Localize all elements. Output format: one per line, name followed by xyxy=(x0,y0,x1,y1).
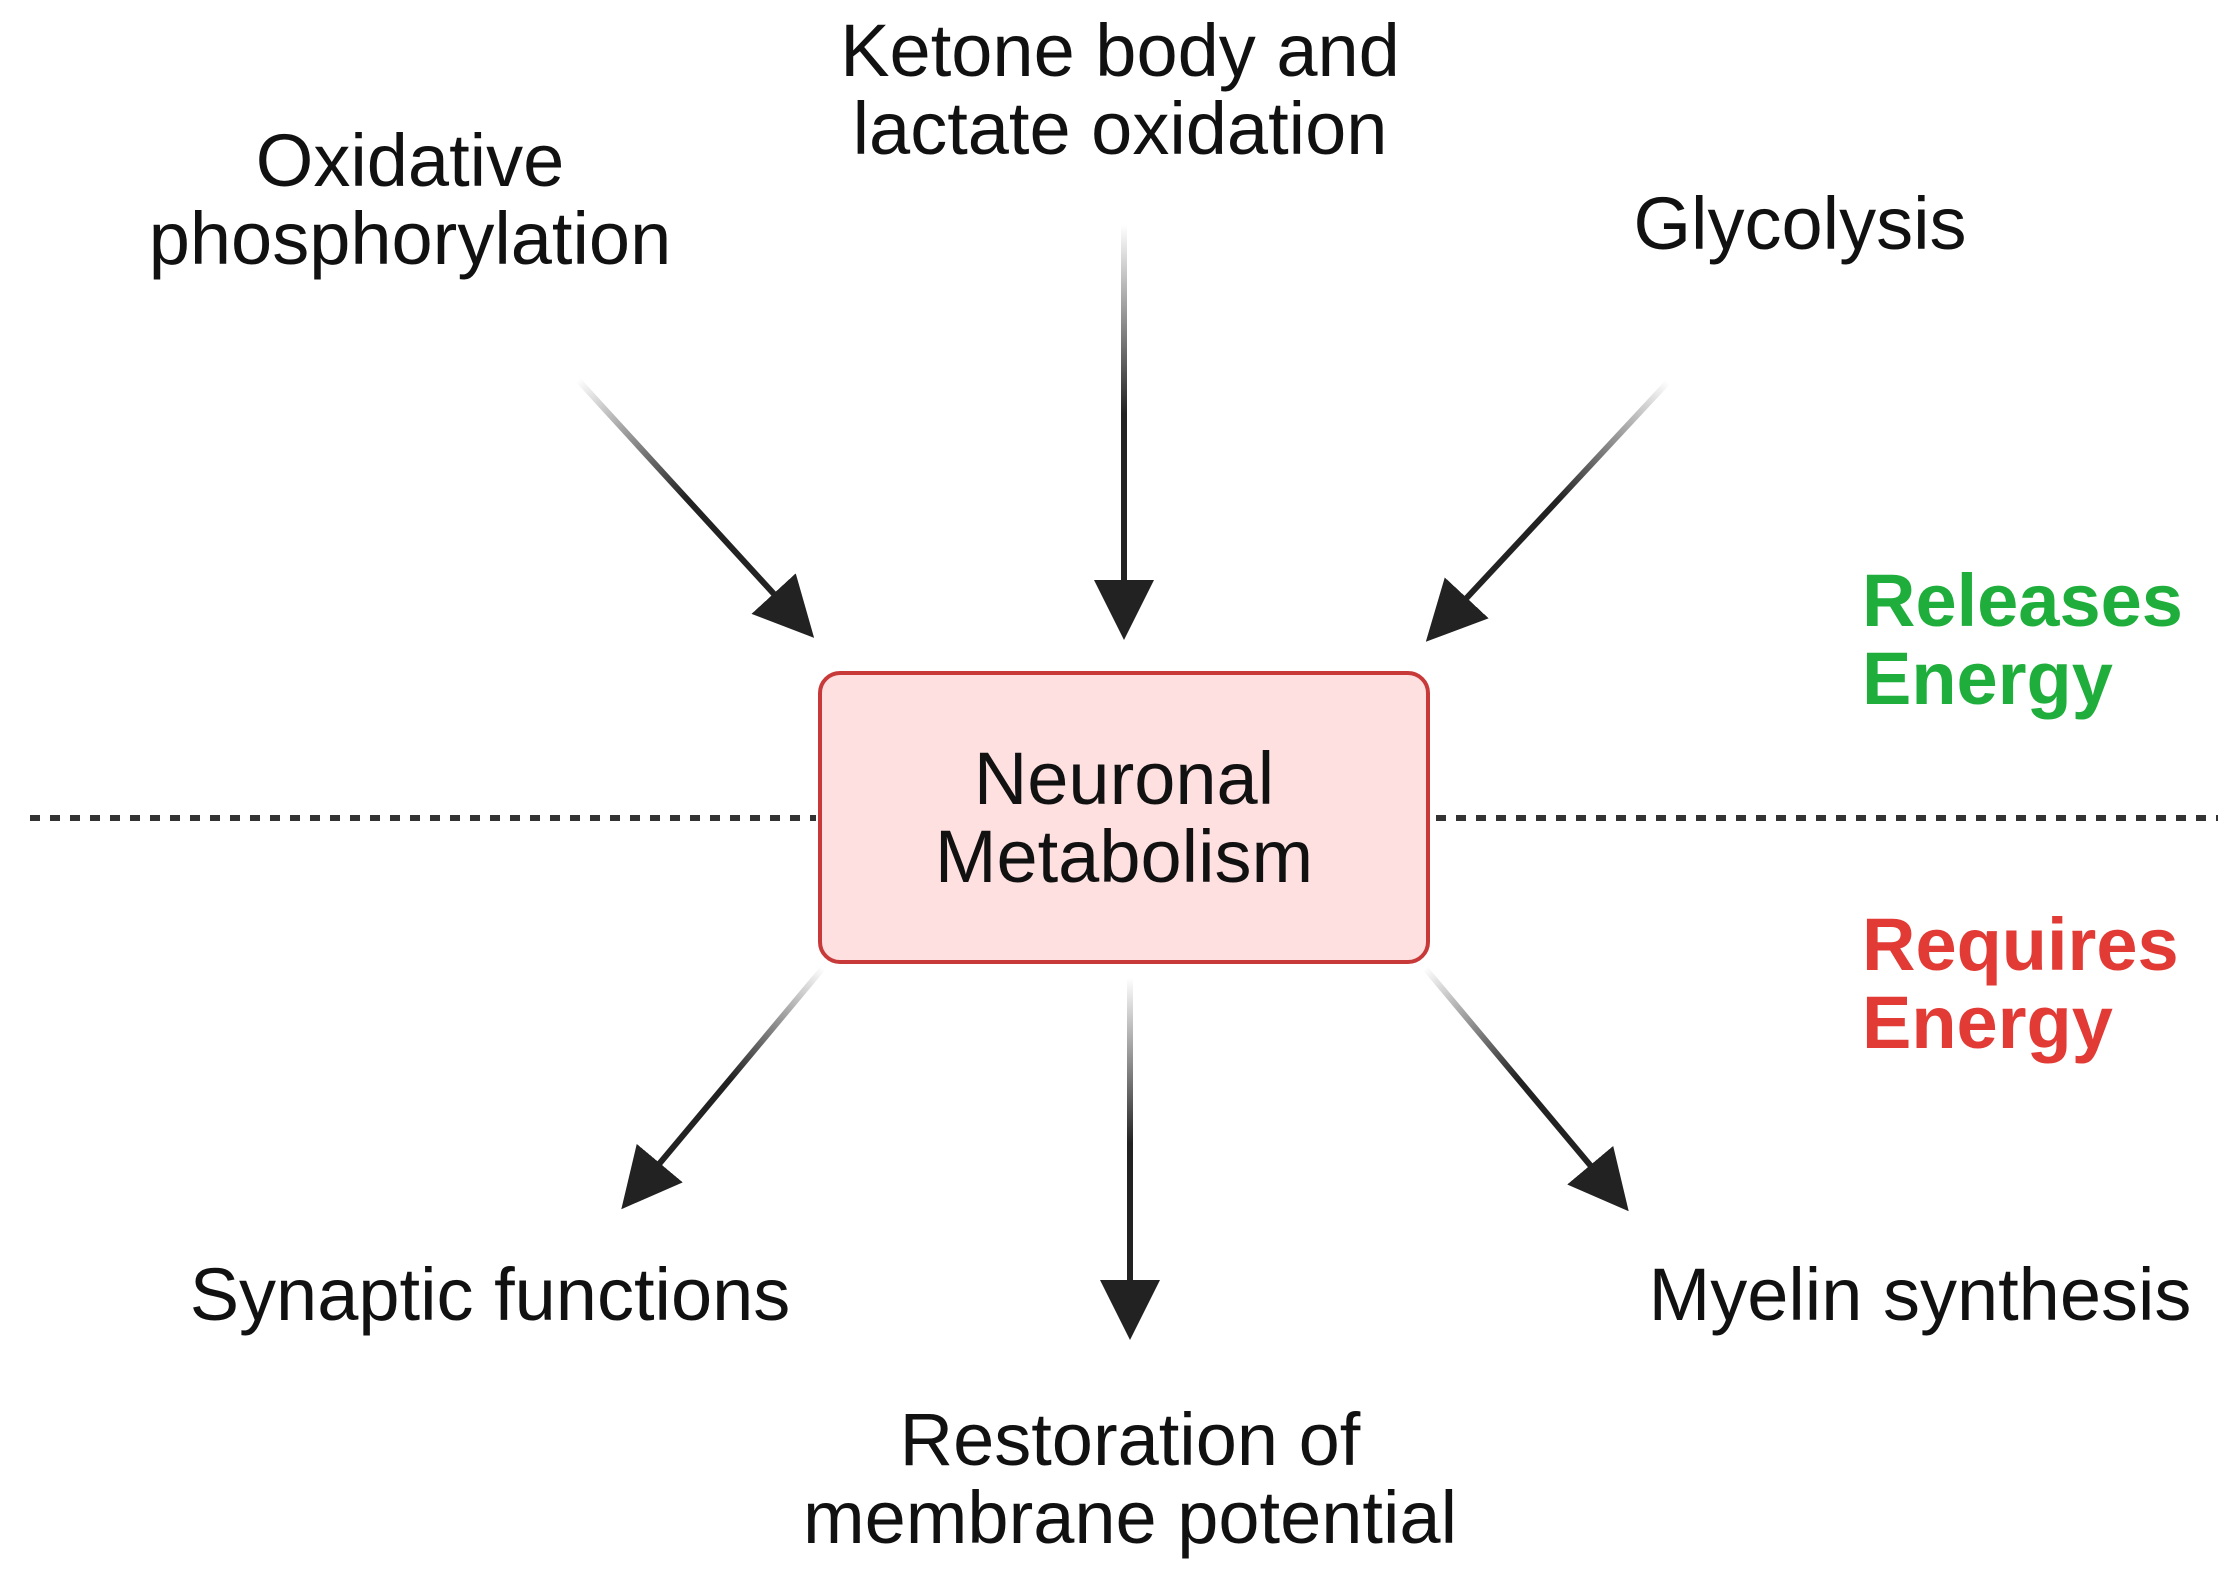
restoration-label-line1: Restoration of xyxy=(899,1398,1361,1481)
restoration-label-line2: membrane potential xyxy=(802,1476,1458,1559)
arrow-myelin xyxy=(1422,966,1629,1212)
ketone-label-line1: Ketone body and xyxy=(840,9,1400,92)
center-label: Neuronal Metabolism xyxy=(934,736,1314,898)
oxphos-label: Oxidative phosphorylation xyxy=(100,122,720,278)
arrow-oxphos xyxy=(575,377,815,638)
synaptic-label: Synaptic functions xyxy=(150,1256,830,1334)
restoration-label: Restoration of membrane potential xyxy=(760,1401,1500,1557)
glycolysis-label: Glycolysis xyxy=(1580,185,2020,263)
releases-energy-line2: Energy xyxy=(1862,637,2113,720)
myelin-label-line1: Myelin synthesis xyxy=(1648,1253,2192,1336)
requires-energy-label: Requires Energy xyxy=(1862,906,2179,1062)
releases-energy-line1: Releases xyxy=(1862,559,2183,642)
ketone-label: Ketone body and lactate oxidation xyxy=(800,12,1440,168)
myelin-label: Myelin synthesis xyxy=(1620,1256,2220,1334)
neuronal-metabolism-box: Neuronal Metabolism xyxy=(818,671,1430,964)
oxphos-label-line2: phosphorylation xyxy=(148,197,672,280)
center-label-line1: Neuronal xyxy=(973,736,1275,820)
releases-energy-label: Releases Energy xyxy=(1862,562,2183,718)
synaptic-label-line1: Synaptic functions xyxy=(189,1253,791,1336)
oxphos-label-line1: Oxidative xyxy=(255,119,565,202)
center-label-line2: Metabolism xyxy=(934,814,1314,898)
arrow-synaptic xyxy=(621,966,826,1210)
ketone-label-line2: lactate oxidation xyxy=(852,87,1388,170)
arrow-glycolysis xyxy=(1425,379,1671,642)
requires-energy-line2: Energy xyxy=(1862,981,2113,1064)
requires-energy-line1: Requires xyxy=(1862,903,2179,986)
glycolysis-label-line1: Glycolysis xyxy=(1633,182,1967,265)
